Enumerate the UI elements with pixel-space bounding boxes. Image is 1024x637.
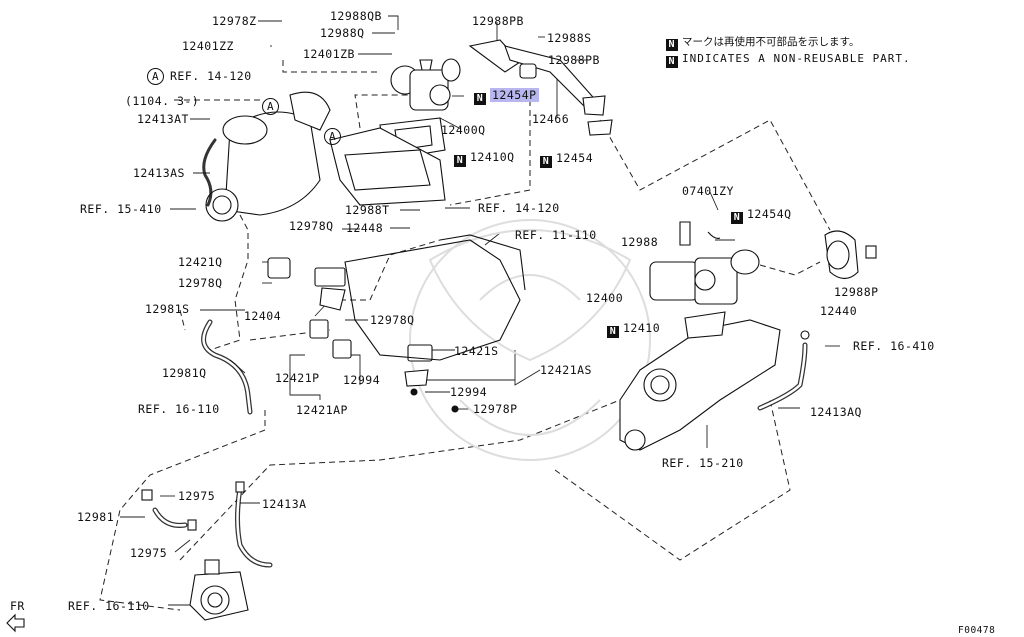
vacuum-hoses-inner xyxy=(153,320,807,567)
part-label[interactable]: 12988QB xyxy=(330,9,382,23)
ref-label[interactable]: REF. 16-110 xyxy=(138,402,220,416)
part-label[interactable]: 12400 xyxy=(586,291,624,305)
serial-range: (1104. 3-) xyxy=(125,94,200,108)
part-label[interactable]: 12404 xyxy=(244,309,282,323)
part-label[interactable]: 12981 xyxy=(77,510,115,524)
solenoid-valves xyxy=(267,257,459,413)
part-label[interactable]: 12413AS xyxy=(133,166,185,180)
part-label[interactable]: 12440 xyxy=(820,304,858,318)
figure-code: F00478 xyxy=(958,625,996,636)
n-mark-icon: N xyxy=(540,156,552,168)
part-label[interactable]: 12400Q xyxy=(441,123,486,137)
part-label[interactable]: 12978Q xyxy=(370,313,415,327)
part-label[interactable]: 12978P xyxy=(473,402,518,416)
part-label[interactable]: 12421Q xyxy=(178,255,223,269)
egr-valve-right xyxy=(649,221,760,305)
n-mark-icon: N xyxy=(454,155,466,167)
n-mark-icon: N xyxy=(607,326,619,338)
legend-en: N INDICATES A NON-REUSABLE PART. xyxy=(666,52,911,68)
part-label[interactable]: 12978Q xyxy=(178,276,223,290)
dashed-leader-lines xyxy=(99,60,831,611)
view-marker-a: A xyxy=(147,68,164,85)
n-mark-icon: N xyxy=(666,39,678,51)
intake-manifold xyxy=(619,311,810,451)
front-direction-label: FR xyxy=(10,599,25,613)
turbocharger xyxy=(205,91,331,222)
legend-ja: N マークは再使用不可部品を示します。 xyxy=(666,34,859,51)
exhaust-manifold xyxy=(329,127,446,206)
view-ref-a-top[interactable]: A REF. 14-120 xyxy=(147,68,252,85)
part-label[interactable]: 12421AP xyxy=(296,403,348,417)
egr-pipe-12440 xyxy=(824,230,877,280)
part-label[interactable]: 12413AT xyxy=(137,112,189,126)
n-mark-icon: N xyxy=(666,56,678,68)
part-label[interactable]: 12988P xyxy=(834,285,879,299)
part-label[interactable]: 12988S xyxy=(547,31,592,45)
ref-label[interactable]: REF. 14-120 xyxy=(478,201,560,215)
part-label[interactable]: 12421S xyxy=(454,344,499,358)
part-label[interactable]: 12981S xyxy=(145,302,190,316)
vacuum-pump xyxy=(141,481,249,621)
part-label[interactable]: 12448 xyxy=(346,221,384,235)
front-arrow-icon xyxy=(6,613,25,633)
part-label[interactable]: 12994 xyxy=(450,385,488,399)
n-mark-icon: N xyxy=(731,212,743,224)
ref-label[interactable]: REF. 15-410 xyxy=(80,202,162,216)
part-label[interactable]: 07401ZY xyxy=(682,184,734,198)
part-label[interactable]: 12421P xyxy=(275,371,320,385)
part-label[interactable]: 12988Q xyxy=(320,26,365,40)
part-label[interactable]: 12401ZB xyxy=(303,47,355,61)
view-marker-a: A xyxy=(262,98,285,115)
part-label[interactable]: 12994 xyxy=(343,373,381,387)
watermark-emblem xyxy=(409,219,651,461)
part-label[interactable]: 12988PB xyxy=(472,14,524,28)
egr-pipe-upper xyxy=(441,39,613,136)
part-label[interactable]: 12981Q xyxy=(162,366,207,380)
part-label[interactable]: 12975 xyxy=(130,546,168,560)
part-label[interactable]: 12413AQ xyxy=(810,405,862,419)
part-label[interactable]: 12988 xyxy=(621,235,659,249)
part-label-12454p[interactable]: N 12454P xyxy=(474,88,539,105)
part-label[interactable]: 12978Q xyxy=(289,219,334,233)
part-label[interactable]: 12466 xyxy=(532,112,570,126)
highlighted-part-number: 12454P xyxy=(490,88,539,102)
part-label[interactable]: 12421AS xyxy=(540,363,592,377)
part-label[interactable]: 12988T xyxy=(345,203,390,217)
ref-label[interactable]: REF. 11-110 xyxy=(515,228,597,242)
ref-label[interactable]: REF. 16-410 xyxy=(853,339,935,353)
ref-label: REF. 14-120 xyxy=(170,69,252,83)
part-label[interactable]: 12975 xyxy=(178,489,216,503)
part-label[interactable]: 12413A xyxy=(262,497,307,511)
engine-block xyxy=(344,234,526,361)
part-label[interactable]: 12401ZZ xyxy=(182,39,234,53)
part-label[interactable]: 12988PB xyxy=(548,53,600,67)
legend-en-text: INDICATES A NON-REUSABLE PART. xyxy=(682,52,911,65)
ref-label[interactable]: REF. 15-210 xyxy=(662,456,744,470)
n-mark-icon: N xyxy=(474,93,486,105)
leader-lines xyxy=(120,15,840,606)
egr-valve-upper xyxy=(390,59,451,111)
ref-label[interactable]: REF. 16-110 xyxy=(68,599,150,613)
legend-ja-text: マークは再使用不可部品を示します。 xyxy=(682,36,860,48)
view-marker-a: A xyxy=(324,128,347,145)
part-label[interactable]: 12978Z xyxy=(212,14,257,28)
